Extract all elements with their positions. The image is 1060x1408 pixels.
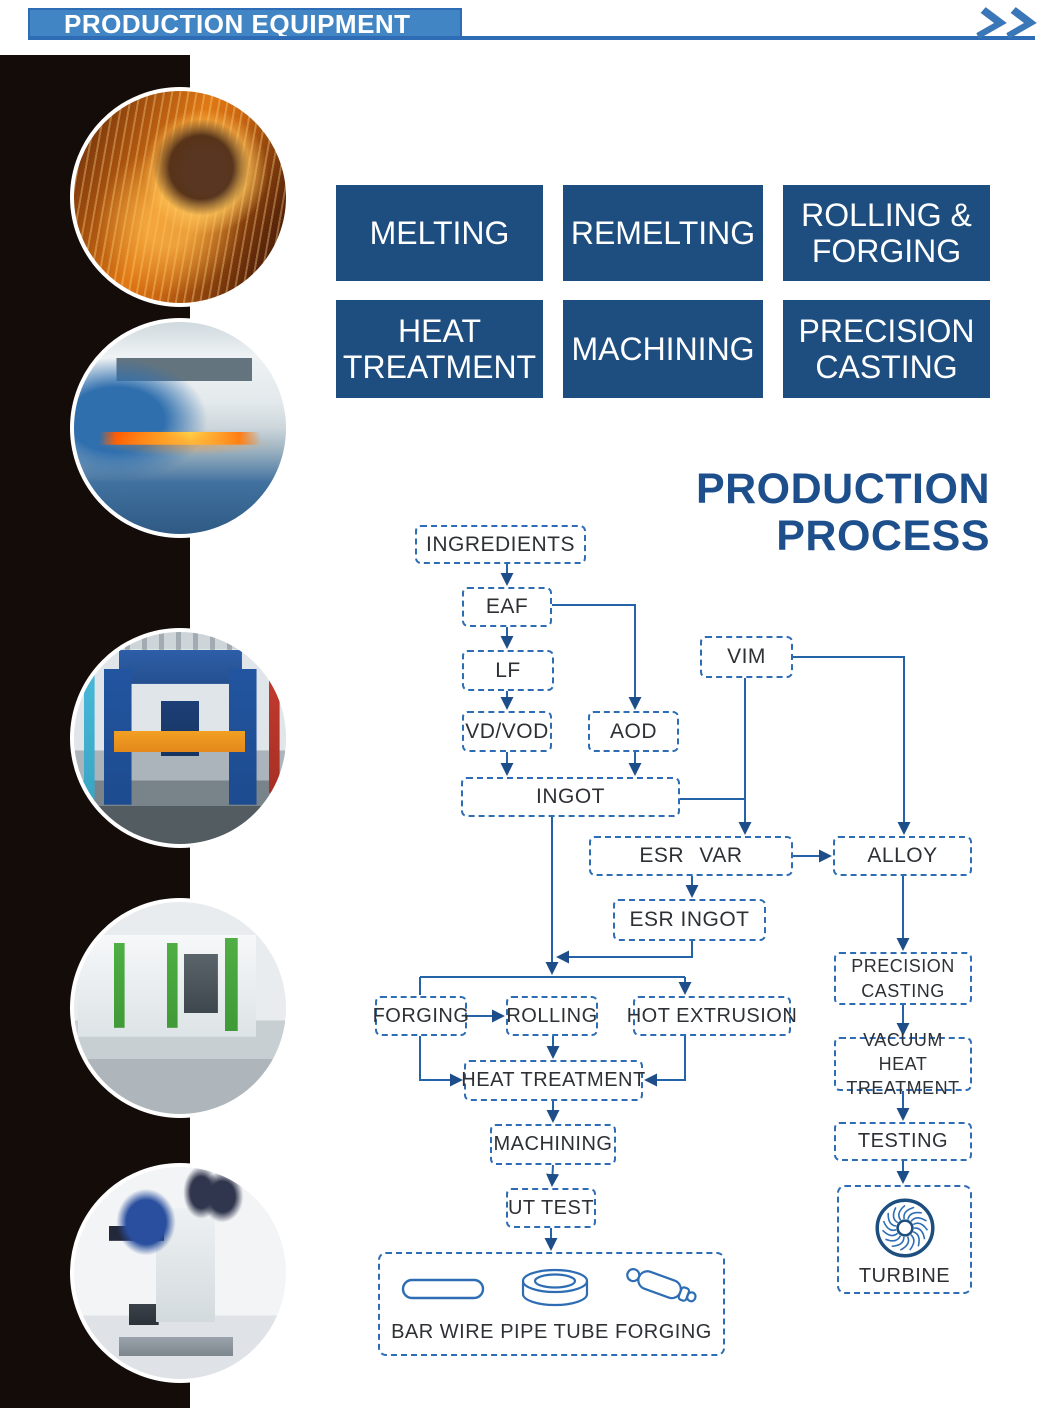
flow-node-esr-var: ESR VAR (589, 836, 793, 876)
flow-node-testing: TESTING (834, 1122, 972, 1161)
flow-node-final-products: BAR WIRE PIPE TUBE (378, 1252, 725, 1356)
flow-node-vacuum-heat-treatment: VACUUM HEAT TREATMENT (834, 1030, 972, 1098)
output-label: PIPE TUBE (500, 1321, 609, 1343)
process-title-line2: PROCESS (776, 512, 990, 561)
flow-node-forging: FORGING (373, 996, 469, 1036)
equipment-box-machining: MACHINING (563, 300, 763, 398)
flow-node-machining: MACHINING (490, 1124, 616, 1165)
output-label: FORGING (615, 1321, 712, 1343)
flow-node-ut-test: UT TEST (506, 1188, 596, 1228)
flow-node-rolling: ROLLING (506, 996, 598, 1036)
flow-node-turbine: TURBINE (837, 1185, 972, 1294)
turbine-label: TURBINE (858, 1265, 951, 1287)
forged-roller-icon (621, 1262, 705, 1312)
flow-node-hot-extrusion: HOT EXTRUSION (627, 996, 797, 1036)
turbine-icon (874, 1198, 935, 1258)
process-title-line1: PRODUCTION (695, 465, 990, 513)
photo-hot-billet-forging (70, 318, 290, 538)
flow-node-esr-ingot: ESR INGOT (613, 899, 766, 941)
output-bar-wire: BAR WIRE (391, 1266, 494, 1344)
flow-node-precision-casting: PRECISION CASTING (834, 952, 972, 1005)
bar-wire-icon (401, 1266, 485, 1312)
flow-node-ingredients: INGREDIENTS (415, 525, 586, 564)
flow-node-vim: VIM (700, 636, 793, 678)
flow-node-alloy: ALLOY (833, 836, 972, 876)
flow-node-vd-vod: VD/VOD (462, 711, 552, 752)
equipment-box-melting: MELTING (336, 185, 543, 281)
double-chevron-right-icon (976, 7, 1037, 39)
equipment-box-heat-treatment: HEAT TREATMENT (336, 300, 543, 398)
section-banner: PRODUCTION EQUIPMENT (28, 8, 462, 40)
output-label: BAR WIRE (391, 1321, 494, 1343)
flow-node-heat-treatment: HEAT TREATMENT (461, 1060, 645, 1101)
equipment-box-rolling-forging: ROLLING & FORGING (783, 185, 990, 281)
photo-cnc-machining-line (70, 898, 290, 1118)
equipment-box-precision-casting: PRECISION CASTING (783, 300, 990, 398)
output-pipe-tube: PIPE TUBE (500, 1266, 609, 1344)
flow-node-eaf: EAF (462, 587, 552, 627)
pipe-tube-icon (520, 1266, 590, 1312)
equipment-grid: MELTING REMELTING ROLLING & FORGING HEAT… (336, 185, 990, 398)
header-rule (28, 36, 1035, 40)
output-forging: FORGING (615, 1266, 712, 1344)
flow-node-ingot: INGOT (461, 777, 680, 817)
photo-hydraulic-press (70, 628, 290, 848)
photo-molten-metal-pouring (70, 87, 290, 307)
photo-metallurgical-microscope (70, 1163, 290, 1383)
flow-node-lf: LF (462, 650, 554, 691)
section-title: PRODUCTION EQUIPMENT (64, 8, 411, 39)
equipment-box-remelting: REMELTING (563, 185, 763, 281)
process-title: PRODUCTION PROCESS (640, 465, 990, 561)
flow-node-aod: AOD (588, 711, 679, 752)
